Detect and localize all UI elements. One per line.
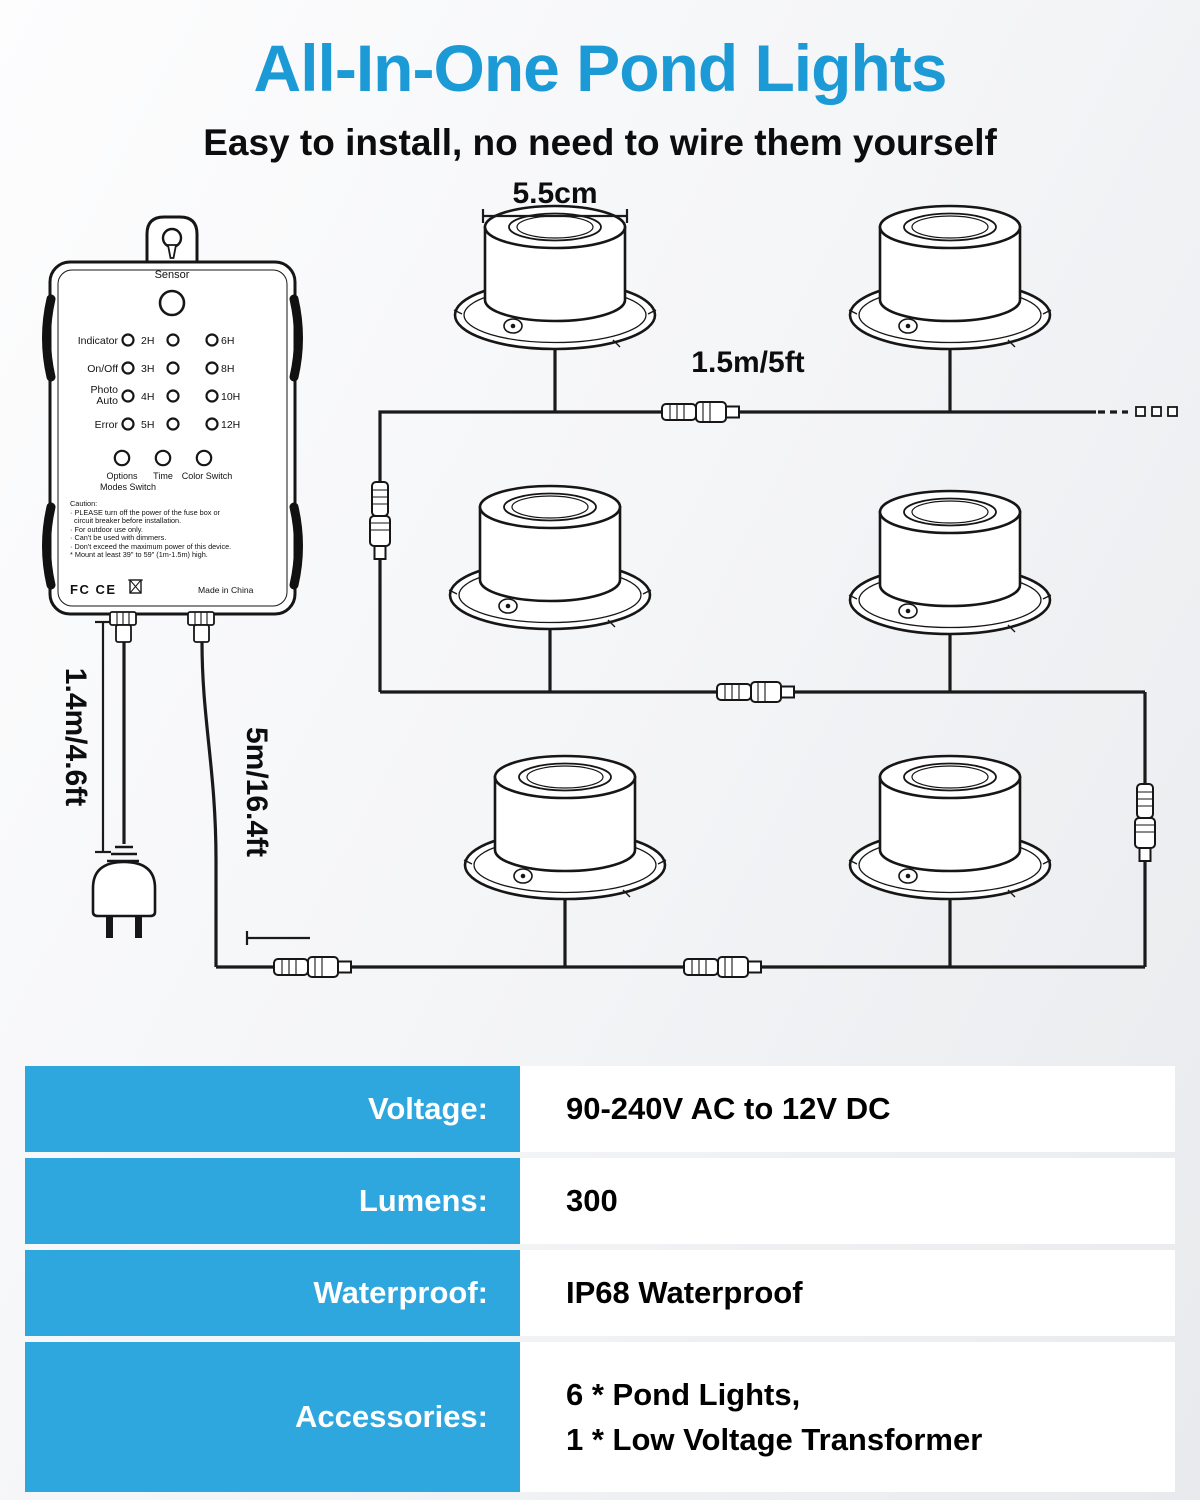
led-icon xyxy=(205,389,219,403)
timer-label: 6H xyxy=(221,335,234,347)
status-label: Photo xyxy=(91,384,119,396)
svg-text:circuit breaker before install: circuit breaker before installation. xyxy=(70,516,181,525)
spec-value-line: 1 * Low Voltage Transformer xyxy=(566,1421,983,1457)
spec-row-lumens: Lumens: 300 xyxy=(25,1158,1175,1244)
svg-text:· For outdoor use only.: · For outdoor use only. xyxy=(70,525,143,534)
transformer-controller: Sensor Indicator 2H 6H On/Off 3H 8H Phot… xyxy=(42,215,303,643)
made-in-label: Made in China xyxy=(198,585,254,595)
spec-value-line: 300 xyxy=(566,1183,618,1218)
sensor-icon xyxy=(158,289,186,317)
status-label: Indicator xyxy=(78,335,119,347)
dim-light-width: 5.5cm xyxy=(481,177,629,223)
cable-connector xyxy=(273,956,352,978)
spec-value-line: 6 * Pond Lights, xyxy=(566,1376,801,1412)
led-icon xyxy=(121,389,135,403)
cable-connector xyxy=(716,681,795,703)
timer-label: 3H xyxy=(141,363,154,375)
options-label: Options xyxy=(106,471,138,481)
spec-value-lumens: 300 xyxy=(520,1158,1175,1244)
status-label: Auto xyxy=(96,395,118,407)
spec-value-voltage: 90-240V AC to 12V DC xyxy=(520,1066,1175,1152)
spec-label-voltage: Voltage: xyxy=(25,1066,520,1152)
spec-label-accessories: Accessories: xyxy=(25,1342,520,1492)
led-icon xyxy=(166,389,180,403)
timer-label: 2H xyxy=(141,335,154,347)
spec-value-line: 90-240V AC to 12V DC xyxy=(566,1091,891,1126)
cable-connector xyxy=(1134,783,1156,862)
led-icon xyxy=(121,333,135,347)
spec-table: Voltage: 90-240V AC to 12V DC Lumens: 30… xyxy=(25,1066,1175,1498)
pond-light-6 xyxy=(847,754,1053,901)
more-lights-indicator xyxy=(1135,406,1178,417)
certification-marks: FC CE xyxy=(70,582,117,597)
status-label: On/Off xyxy=(87,363,118,375)
pond-light-5 xyxy=(462,754,668,901)
timer-label: 4H xyxy=(141,391,154,403)
dim-main-cable: 5m/16.4ft xyxy=(240,727,310,945)
dim-power-cord: 1.4m/4.6ft xyxy=(59,620,111,854)
controller-body xyxy=(48,260,297,616)
header: All-In-One Pond Lights Easy to install, … xyxy=(0,30,1200,164)
led-icon xyxy=(121,361,135,375)
led-icon xyxy=(205,333,219,347)
dim-spacing-label: 1.5m/5ft xyxy=(691,346,804,379)
led-icon xyxy=(205,361,219,375)
pond-light-3 xyxy=(447,484,653,631)
svg-text:· PLEASE turn off the power of: · PLEASE turn off the power of the fuse … xyxy=(70,508,221,517)
timer-label: 12H xyxy=(221,419,240,431)
svg-text:· Don't exceed the maximum pow: · Don't exceed the maximum power of this… xyxy=(70,542,231,551)
cable-connector xyxy=(661,401,740,423)
led-icon xyxy=(166,361,180,375)
spec-value-accessories: 6 * Pond Lights, 1 * Low Voltage Transfo… xyxy=(520,1342,1175,1492)
led-icon xyxy=(121,417,135,431)
dim-power-cord-label: 1.4m/4.6ft xyxy=(59,668,92,806)
status-label: Error xyxy=(95,419,119,431)
installation-diagram: 5.5cm 1.5m/5ft 1.4m/4.6ft 5m/16.4ft Sens… xyxy=(42,177,1178,978)
timer-label: 5H xyxy=(141,419,154,431)
time-label: Time xyxy=(153,471,173,481)
led-icon xyxy=(205,417,219,431)
svg-text:Caution:: Caution: xyxy=(70,499,97,508)
page-title: All-In-One Pond Lights xyxy=(253,31,948,105)
spec-row-voltage: Voltage: 90-240V AC to 12V DC xyxy=(25,1066,1175,1152)
modes-switch-label: Modes Switch xyxy=(100,482,156,492)
caution-text: Caution: · PLEASE turn off the power of … xyxy=(70,499,231,559)
spec-label-waterproof: Waterproof: xyxy=(25,1250,520,1336)
timer-label: 8H xyxy=(221,363,234,375)
color-switch-label: Color Switch xyxy=(182,471,233,481)
pond-light-1 xyxy=(452,204,658,351)
sensor-label: Sensor xyxy=(155,269,190,281)
svg-text:* Mount at least 39" to 59" (1: * Mount at least 39" to 59" (1m-1.5m) hi… xyxy=(70,550,208,559)
spec-row-waterproof: Waterproof: IP68 Waterproof xyxy=(25,1250,1175,1336)
color-switch-button-icon xyxy=(195,449,213,467)
options-button-icon xyxy=(113,449,131,467)
dim-main-cable-label: 5m/16.4ft xyxy=(240,727,273,857)
pond-light-4 xyxy=(847,489,1053,636)
time-button-icon xyxy=(154,449,172,467)
led-icon xyxy=(166,417,180,431)
page-subtitle: Easy to install, no need to wire them yo… xyxy=(203,122,997,163)
timer-label: 10H xyxy=(221,391,240,403)
cable-connector xyxy=(369,481,391,560)
svg-text:· Can't be used with dimmers.: · Can't be used with dimmers. xyxy=(70,533,166,542)
spec-label-lumens: Lumens: xyxy=(25,1158,520,1244)
pond-light-2 xyxy=(847,204,1053,351)
led-icon xyxy=(166,333,180,347)
cable-connector xyxy=(683,956,762,978)
spec-value-waterproof: IP68 Waterproof xyxy=(520,1250,1175,1336)
spec-value-line: IP68 Waterproof xyxy=(566,1275,803,1310)
spec-row-accessories: Accessories: 6 * Pond Lights, 1 * Low Vo… xyxy=(25,1342,1175,1492)
weee-icon xyxy=(128,579,143,594)
power-plug xyxy=(91,845,157,938)
dim-light-width-label: 5.5cm xyxy=(512,177,597,210)
